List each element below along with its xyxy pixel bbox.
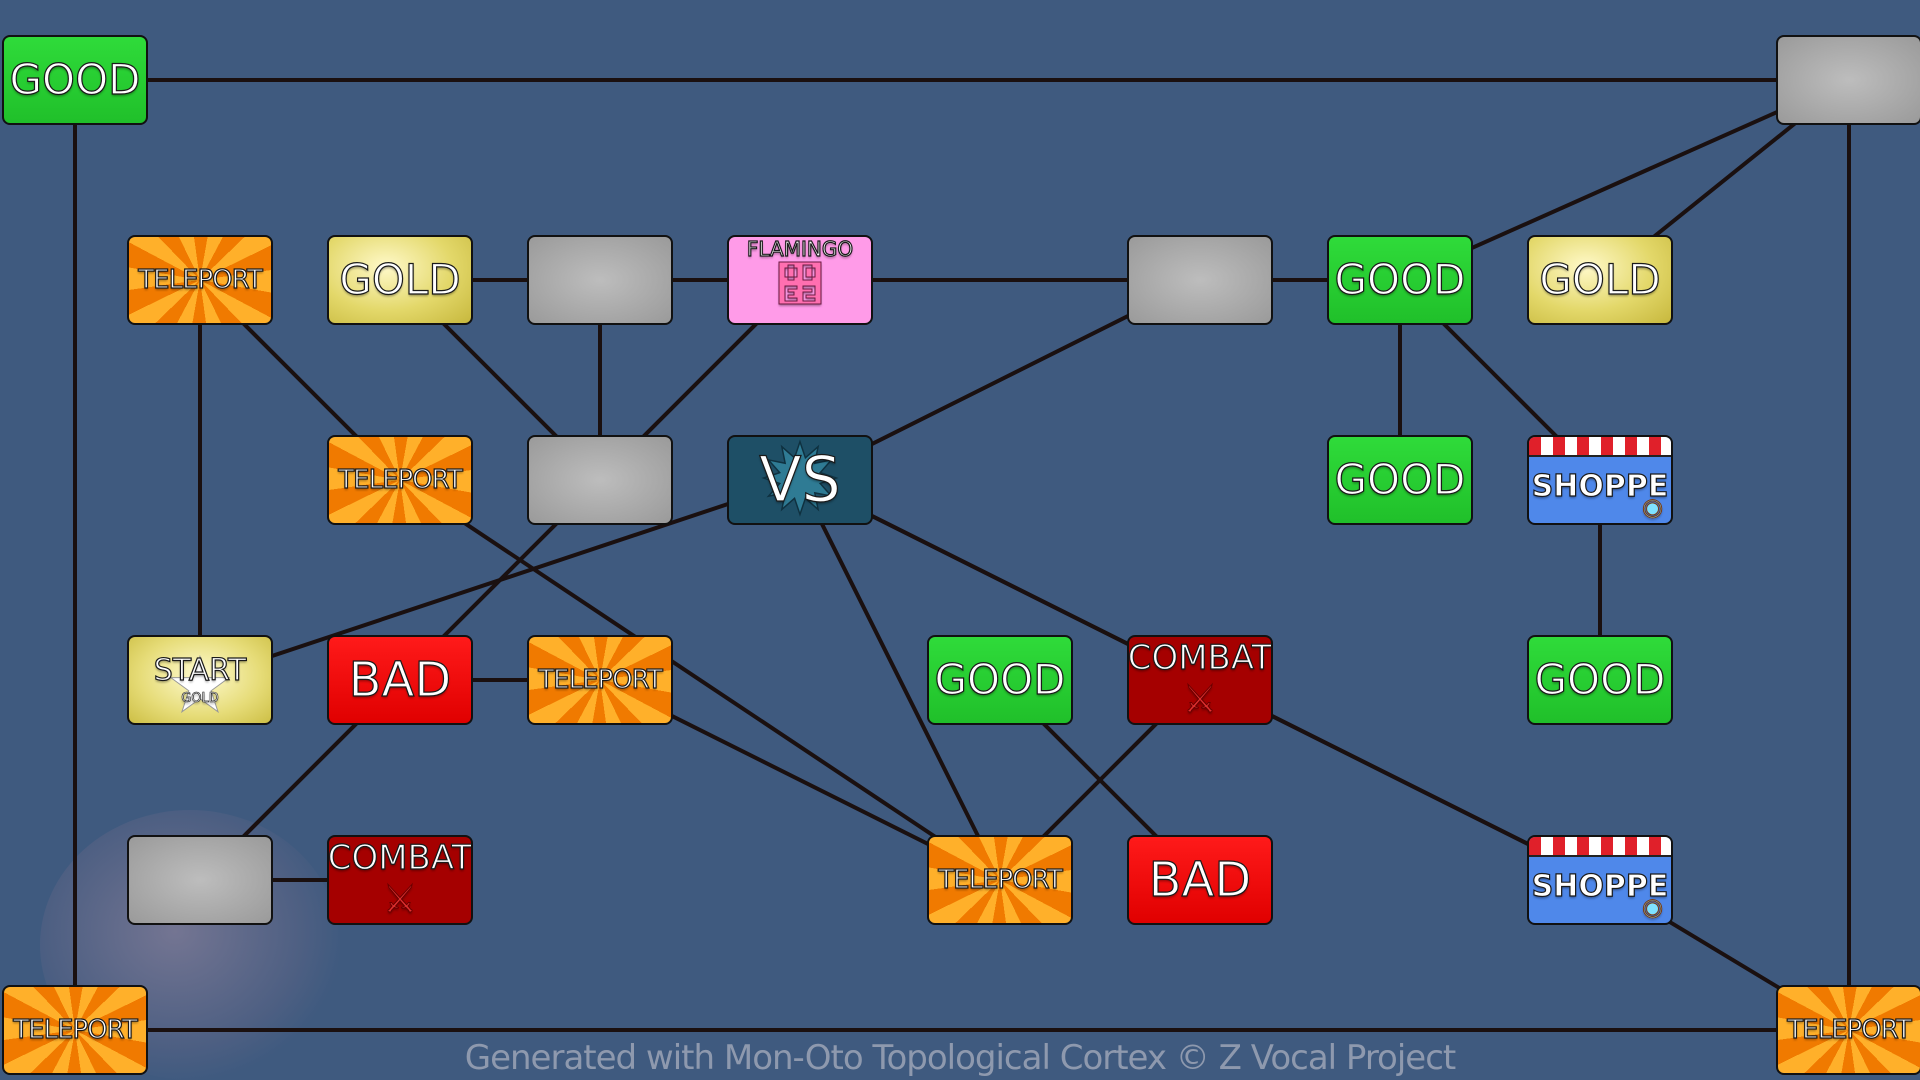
flamingo-icon: ෢ [776,257,825,313]
vs-burst-icon: ✹ [759,435,841,525]
tile-label: BAD [348,652,452,708]
tile-blank-t2[interactable] [1776,35,1920,125]
tile-blank-t21[interactable] [127,835,273,925]
tile-start-t15[interactable]: ★START GOLD [127,635,273,725]
tile-combat-t19[interactable]: COMBAT⚔ [1127,635,1273,725]
tile-blank-t5[interactable] [527,235,673,325]
tile-label: GOLD [1539,255,1662,304]
tile-blank-t7[interactable] [1127,235,1273,325]
tile-label: START [153,652,247,688]
tile-label: TELEPORT [538,665,664,695]
tile-label: VS [759,443,842,516]
tile-teleport-t10[interactable]: TELEPORT [327,435,473,525]
tile-teleport-t17[interactable]: TELEPORT [527,635,673,725]
tile-combat-t22[interactable]: COMBAT⚔ [327,835,473,925]
tile-good-t20[interactable]: GOOD [1527,635,1673,725]
tile-label: TELEPORT [938,865,1064,895]
tile-label: GOOD [934,655,1066,704]
tile-teleport-t27[interactable]: TELEPORT [1776,985,1920,1075]
shop-icon: ◉ [1642,493,1664,522]
tile-label: SHOPPE [1531,869,1669,904]
tile-vs-t12[interactable]: ✹VS [727,435,873,525]
crossed-swords-icon: ⚔ [382,877,418,922]
shop-awning-icon [1529,837,1671,857]
generator-credit: Generated with Mon-Oto Topological Corte… [464,1038,1457,1078]
tile-sublabel: GOLD [181,690,219,706]
tile-teleport-t26[interactable]: TELEPORT [2,985,148,1075]
tile-label: FLAMINGO [746,237,854,261]
tile-good-t1[interactable]: GOOD [2,35,148,125]
tile-good-t8[interactable]: GOOD [1327,235,1473,325]
tile-label: GOLD [339,255,462,304]
tile-label: COMBAT [327,838,473,878]
star-icon: ★ [165,640,235,725]
tile-teleport-t3[interactable]: TELEPORT [127,235,273,325]
tile-shoppe-t14[interactable]: SHOPPE◉ [1527,435,1673,525]
tile-label: BAD [1148,852,1252,908]
path-t12-t23 [798,479,1002,881]
tile-label: GOOD [1534,655,1666,704]
tile-label: TELEPORT [1787,1015,1913,1045]
tile-label: SHOPPE [1531,469,1669,504]
tile-gold-t9[interactable]: GOLD [1527,235,1673,325]
path-t10-t23 [398,478,1002,882]
shop-icon: ◉ [1642,893,1664,922]
tile-label: GOOD [9,55,141,104]
tile-label: GOOD [1334,455,1466,504]
tile-good-t18[interactable]: GOOD [927,635,1073,725]
tile-teleport-t23[interactable]: TELEPORT [927,835,1073,925]
crossed-swords-icon: ⚔ [1182,677,1218,722]
tile-flamingo-t6[interactable]: FLAMINGO෢ [727,235,873,325]
tile-shoppe-t25[interactable]: SHOPPE◉ [1527,835,1673,925]
tile-gold-t4[interactable]: GOLD [327,235,473,325]
shop-awning-icon [1529,437,1671,457]
tile-bad-t24[interactable]: BAD [1127,835,1273,925]
tile-label: TELEPORT [13,1015,139,1045]
tile-label: TELEPORT [338,465,464,495]
tile-label: TELEPORT [138,265,264,295]
tile-good-t13[interactable]: GOOD [1327,435,1473,525]
tile-bad-t16[interactable]: BAD [327,635,473,725]
tile-blank-t11[interactable] [527,435,673,525]
tile-label: COMBAT [1127,638,1273,678]
tile-label: GOOD [1334,255,1466,304]
path-t2-t8 [1399,78,1850,282]
